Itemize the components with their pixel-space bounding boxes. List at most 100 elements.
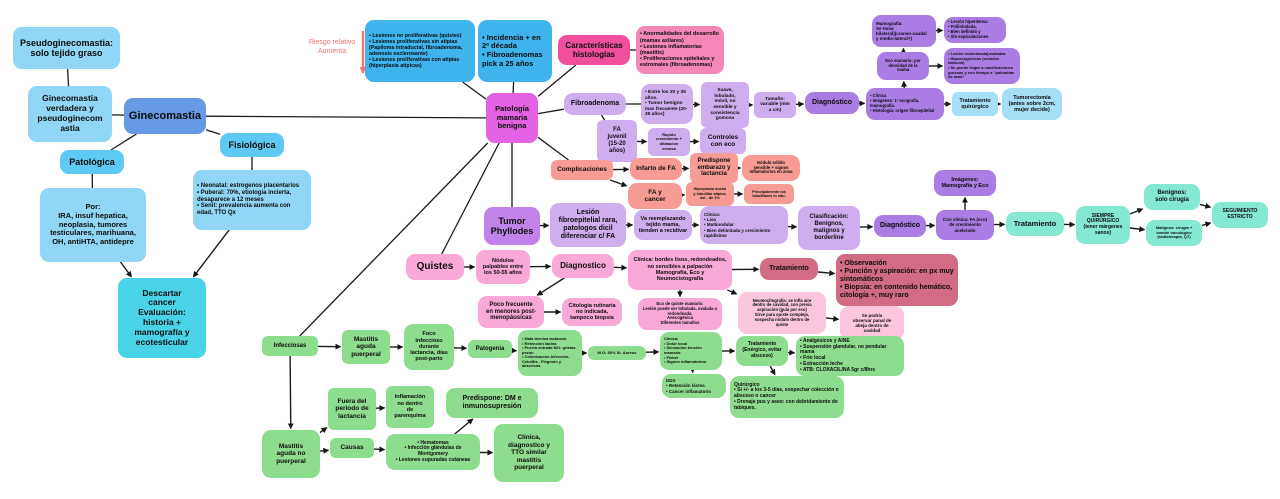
edge-g60-g71 — [287, 355, 294, 430]
node-quistes-tto-detalle[interactable]: • Observación • Punción y aspiración: en… — [836, 254, 958, 306]
node-patogenia-detalle[interactable]: • Mala técnica lactancia • Retención lác… — [518, 330, 582, 376]
node-phyllodes-tratamiento[interactable]: Tratamiento — [1006, 212, 1064, 236]
node-predispone-embarazo[interactable]: Predispone embarazo y lactancia — [690, 153, 738, 183]
edge-q51-q53 — [536, 277, 565, 296]
edge-g71-g75 — [319, 447, 330, 454]
node-fa-juvenil-crecimiento[interactable]: Rapido crecimiento + dilatacion venosa — [648, 128, 690, 156]
edge-p1-p2 — [66, 68, 70, 87]
node-nodulo-solido[interactable]: Nódulo sólido sensible + signos inflamat… — [742, 155, 800, 181]
node-fibroadenoma[interactable]: Fibroadenoma — [564, 93, 626, 115]
node-eco-quiste[interactable]: Eco de quiste mamario: Lesión puede ser … — [638, 298, 722, 330]
node-complicaciones[interactable]: Complicaciones — [551, 160, 613, 180]
node-fa-juvenil[interactable]: FA juvenil (15-20 años) — [597, 120, 637, 162]
node-phyllodes-diagnostico[interactable]: Diagnóstico — [874, 215, 926, 237]
edge-t12-c29 — [537, 136, 569, 161]
node-quistes-nodulos[interactable]: Nódulos palpables entre los 50-55 años — [476, 250, 530, 284]
node-quirurgico[interactable]: Quirúrgico • Si +/- a los 3-5 días, sosp… — [730, 376, 844, 418]
node-mamografia-hallazgos[interactable]: • Lesión hiperdensa • Polilobulada, • Bi… — [944, 17, 1006, 43]
node-imagenes-mamografia-eco[interactable]: Imágenes: Mamografía y Eco — [934, 170, 996, 196]
node-predispone-dm[interactable]: Predispone: DM e inmunosupresión — [446, 388, 538, 418]
node-causas[interactable]: Causas — [330, 438, 374, 458]
node-anormalidades-desarrollo[interactable]: • Anormalidades del desarrollo (mamas ax… — [636, 26, 724, 74]
edge-t12-f14 — [537, 108, 565, 115]
node-patologica[interactable]: Patológica — [60, 150, 124, 174]
edge-p3-p4 — [205, 129, 221, 135]
node-mastitis-no-puerperal[interactable]: Mastitis aguda no puerperal — [262, 430, 320, 478]
node-hiperplasia[interactable]: Hiperplasia ductal y lobulillar atipica,… — [686, 182, 734, 206]
node-tumorectomia[interactable]: Tumorectomía (antes sobre 2cm, mujer dec… — [1002, 88, 1062, 120]
node-poco-frecuente[interactable]: Poco frecuente en menores post- menopáus… — [478, 296, 544, 328]
node-fa-y-cancer[interactable]: FA y cancer — [628, 183, 682, 209]
node-citologia-rutinaria[interactable]: Citologia rutinaria no indicada, tampoco… — [562, 298, 622, 326]
node-mastitis-clinica[interactable]: Clínica: • Dolor local • Sensación tensi… — [660, 332, 722, 370]
node-pseudoginecomastia[interactable]: Pseudoginecomastia: solo tejido graso — [13, 27, 120, 69]
edge-y45-y47 — [1129, 226, 1146, 233]
edge-c29-c33 — [609, 179, 628, 187]
node-fa-diagnostico[interactable]: Diagnóstico — [805, 92, 859, 114]
node-lesiones-riesgo[interactable]: • Lesiones no proliferativas (quistes) •… — [365, 20, 475, 82]
node-malignos-cirugia[interactable]: Malignos: cirugía + comité oncológico (r… — [1146, 220, 1202, 246]
node-controles-eco[interactable]: Controles con eco — [700, 128, 746, 154]
node-quistes-diagnostico[interactable]: Diagnostico — [552, 254, 614, 278]
edge-g71-g72 — [319, 427, 328, 434]
node-fuera-lactancia[interactable]: Fuera del periodo de lactancia — [328, 388, 376, 430]
node-incidencia[interactable]: • Incidencia + en 2ª década • Fibroadeno… — [478, 20, 552, 82]
edge-t12-t9 — [462, 81, 487, 100]
node-causas-patologicas[interactable]: Por: IRA, insuf hepatica, neoplasia, tum… — [40, 188, 146, 262]
node-phyllodes-clasificacion[interactable]: Clasificación: Benignos, malignos y bord… — [798, 206, 860, 250]
node-eco-hallazgos[interactable]: • Lesión redondeada(ovaladas • Hipoecogé… — [944, 48, 1020, 84]
node-phyllodes-clinica[interactable]: Clínica: • Lisa • Multinodular • Bien de… — [700, 206, 788, 244]
edge-p7-p8 — [192, 229, 230, 278]
node-eco-mamario[interactable]: Eco mamario: por densidad de la mama — [877, 52, 929, 80]
node-clinica-similar[interactable]: Clínica, diagnostico y TTO similar masti… — [494, 424, 564, 482]
node-causas-detalle[interactable]: • Hematomas • Infección glándulas de Mon… — [386, 434, 480, 470]
node-phyllodes-reemplazo[interactable]: Va reemplazando tejido mama, tienden a r… — [634, 210, 692, 240]
node-mamografia[interactable]: Mamografía: Se toma bilateral)(craneo-ca… — [872, 15, 936, 47]
node-caracteristicas-histologias[interactable]: Características histologías — [558, 35, 630, 65]
node-benignos-cirugia[interactable]: Benignos: solo cirugía — [1144, 184, 1200, 210]
node-quistes-clinica[interactable]: Clínica: bordes lisos, redondeados, no s… — [628, 250, 732, 290]
edge-g76-g74 — [454, 418, 474, 435]
node-mastitis-tratamiento[interactable]: Tratamiento (Enérgico, evitar absceso) — [736, 336, 788, 366]
node-panal-abeja[interactable]: Se podría observar panal de abeja dentro… — [840, 306, 904, 340]
edge-q58-q59 — [825, 315, 840, 322]
node-fisiologica[interactable]: Fisiológica — [220, 133, 284, 157]
node-fa-tamano[interactable]: Tamaño: variable (mm a cm) — [754, 92, 796, 118]
edge-t12-q49 — [441, 142, 500, 255]
node-siempre-quirurgico[interactable]: SIEMPRE QUIRÚRGICO (tener márgenes sanos… — [1076, 206, 1130, 244]
node-fa-edad[interactable]: • Entre los 20 y 35 años. • Tumor benign… — [641, 84, 693, 124]
node-mastitis-aguda-puerperal[interactable]: Mastitis aguda puerperal — [342, 330, 390, 364]
node-microorganismo[interactable]: M.O: 80% St. Aureus — [588, 346, 646, 360]
node-descartar-cancer[interactable]: Descartar cancer Evaluación: historia + … — [118, 278, 206, 358]
node-con-clinica-fa[interactable]: Con clínica: FA (eco) de crecimiento ace… — [936, 210, 994, 240]
node-ginecomastia[interactable]: Ginecomastia — [124, 98, 206, 134]
node-fisiologica-detalle[interactable]: • Neonatal: estrogenos placentarios • Pu… — [193, 170, 311, 230]
node-phyllodes-lesion[interactable]: Lesión fibroepitelial rara, patologos di… — [550, 203, 626, 247]
edge-g67-g70 — [769, 365, 776, 376]
node-infecciosas[interactable]: Infecciosas — [262, 336, 318, 356]
node-quistes[interactable]: Quistes — [406, 254, 464, 280]
node-tratamiento-quirurgico[interactable]: Tratamiento quirúrgico — [952, 92, 998, 116]
edge-q56-q57 — [817, 270, 836, 277]
node-fa-dx-detalle[interactable]: • Clínica • Imágenes: 1ª ecografía, mamo… — [866, 88, 944, 120]
node-mastitis-tto-detalle[interactable]: • Analgésicos y AINE • Suspensión glandu… — [796, 336, 904, 376]
edge-y47-y48 — [1201, 221, 1212, 228]
edge-y45-y46 — [1129, 208, 1144, 215]
node-lobulillares-in-situ[interactable]: Principalmente los lobulillares in situ. — [744, 184, 794, 204]
node-ddx[interactable]: DDX • Retención láctea • Cancer inflamat… — [662, 374, 726, 398]
node-quistes-tratamiento[interactable]: Tratamiento — [760, 258, 818, 280]
node-seguimiento-estricto[interactable]: SEGUIMIENTO ESTRICTO — [1212, 202, 1268, 228]
edge-t12-g60 — [299, 142, 489, 337]
edge-t12-t10 — [512, 81, 515, 94]
node-inflamacion-parenquima[interactable]: Inflamación no dentro de parenquima — [386, 386, 434, 428]
node-ginecomastia-verdadera[interactable]: Ginecomastia verdadera y pseudoginecom a… — [28, 86, 112, 142]
node-tumor-phyllodes[interactable]: Tumor Phyllodes — [484, 207, 540, 245]
node-patologia-mamaria-benigna[interactable]: Patología mamaria benigna — [486, 93, 538, 143]
node-fa-caracteristicas[interactable]: Suave, lobulado, móvil, no sensible y co… — [701, 82, 749, 128]
node-neumocistografia[interactable]: Neumocitografía: se infla aire dentro de… — [738, 292, 826, 334]
node-infarto-fa[interactable]: Infarto de FA — [630, 158, 682, 180]
node-foco-infeccioso[interactable]: Foco infeccioso durante lactancia, días … — [404, 324, 454, 370]
edge-g75-g76 — [373, 446, 386, 453]
node-patogenia[interactable]: Patogenia — [468, 340, 512, 358]
